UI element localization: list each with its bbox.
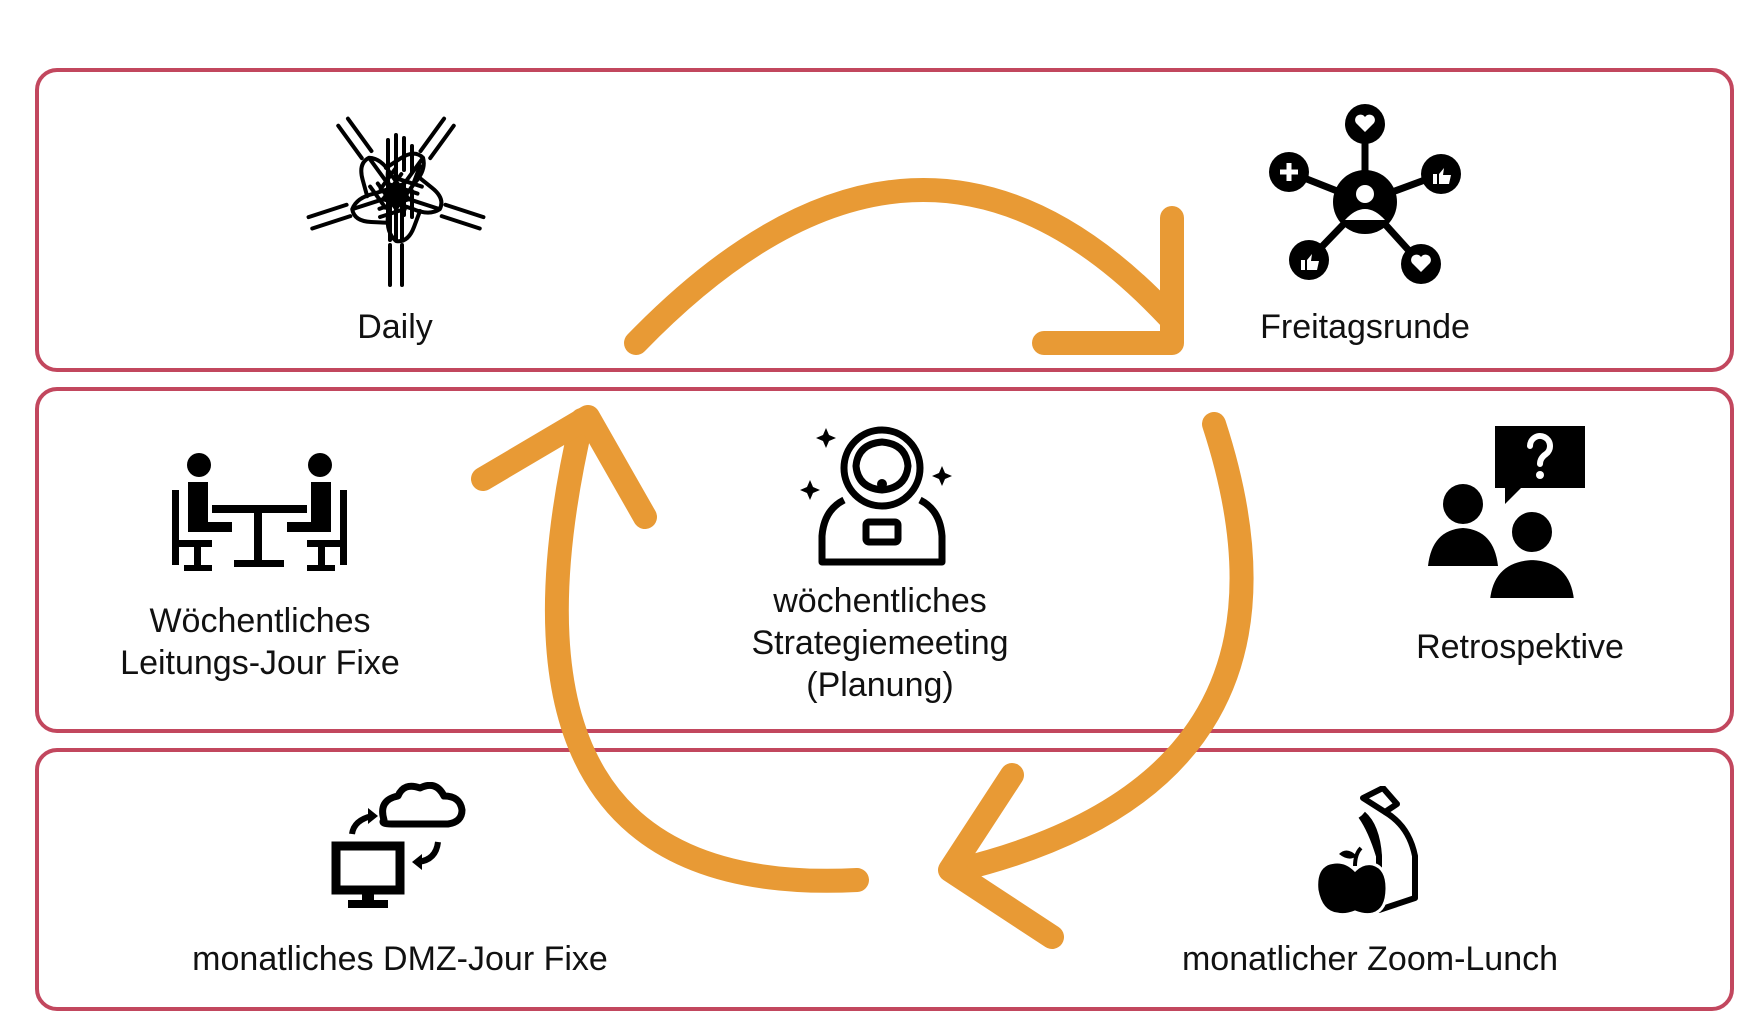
cycle-arrow-top-head	[1032, 206, 1184, 355]
label-retrospektive: Retrospektive	[1416, 628, 1624, 666]
label-leitungs-line-1: Wöchentliches	[149, 602, 371, 640]
label-leitungs-line-2: Leitungs-Jour Fixe	[120, 644, 400, 682]
cycle-arrow-top	[624, 177, 1182, 355]
astronaut-icon	[800, 418, 960, 568]
cycle-arrow-right	[946, 412, 1254, 882]
label-strategiemeeting: wöchentliches Strategiemeeting (Planung)	[730, 580, 1030, 706]
cycle-arrow-left	[544, 408, 869, 893]
label-zoom-lunch: monatlicher Zoom-Lunch	[1181, 940, 1559, 978]
computer-cloud-sync-icon	[328, 782, 468, 912]
label-daily: Daily	[357, 308, 433, 346]
meeting-table-icon	[172, 450, 347, 575]
people-question-icon	[1428, 422, 1588, 602]
label-dmz-jour-fixe: monatliches DMZ-Jour Fixe	[192, 940, 608, 978]
band-row-3	[35, 748, 1734, 1011]
cycle-arrow-right-head	[938, 763, 1064, 949]
hands-together-icon	[296, 100, 496, 290]
label-strategie-line-2: Strategiemeeting	[751, 624, 1009, 662]
label-leitungs-jour-fixe: Wöchentliches Leitungs-Jour Fixe	[90, 600, 430, 684]
label-freitagsrunde: Freitagsrunde	[1260, 308, 1470, 346]
lunch-bag-apple-icon	[1305, 786, 1435, 916]
label-strategie-line-1: wöchentliches	[773, 582, 987, 620]
band-row-1	[35, 68, 1734, 372]
band-row-2	[35, 387, 1734, 733]
social-network-icon	[1265, 102, 1465, 292]
label-strategie-line-3: (Planung)	[806, 666, 954, 704]
cycle-arrow-left-head	[471, 405, 657, 529]
